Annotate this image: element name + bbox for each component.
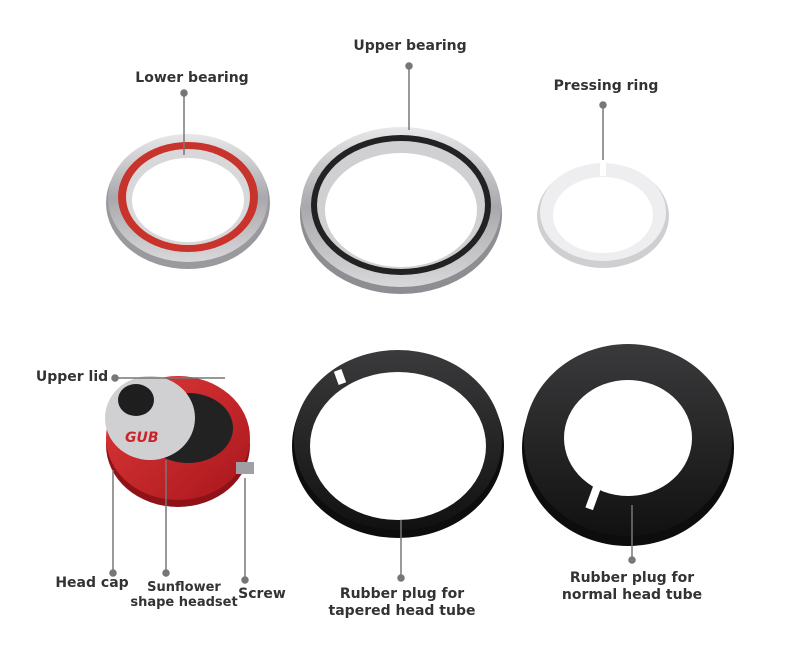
tapered-rubber-plug-image xyxy=(292,350,504,538)
label-screw: Screw xyxy=(238,586,286,602)
label-tapered-line2: tapered head tube xyxy=(328,603,476,619)
pressing-ring-image xyxy=(537,160,669,268)
upper-bearing-image xyxy=(300,127,502,294)
label-upper-lid: Upper lid xyxy=(35,369,109,385)
label-normal-line2: normal head tube xyxy=(561,587,703,603)
label-sunflower: Sunflower shape headset xyxy=(130,580,237,610)
label-head-cap: Head cap xyxy=(55,575,129,591)
label-upper-bearing: Upper bearing xyxy=(353,38,467,54)
label-sunflower-line2: shape headset xyxy=(130,595,238,610)
label-tapered-line1: Rubber plug for xyxy=(339,586,465,602)
lower-bearing-image xyxy=(106,134,270,269)
upper-lid-image: GUB xyxy=(105,376,254,507)
brand-logo: GUB xyxy=(125,430,159,446)
label-lower-bearing: Lower bearing xyxy=(135,70,249,86)
label-sunflower-line1: Sunflower xyxy=(147,580,221,595)
label-tapered-plug: Rubber plug for tapered head tube xyxy=(329,586,476,620)
label-pressing-ring: Pressing ring xyxy=(553,78,659,94)
label-normal-line1: Rubber plug for xyxy=(569,570,695,586)
label-normal-plug: Rubber plug for normal head tube xyxy=(562,570,702,604)
normal-rubber-plug-image xyxy=(522,344,734,546)
leader-lines xyxy=(109,62,636,584)
